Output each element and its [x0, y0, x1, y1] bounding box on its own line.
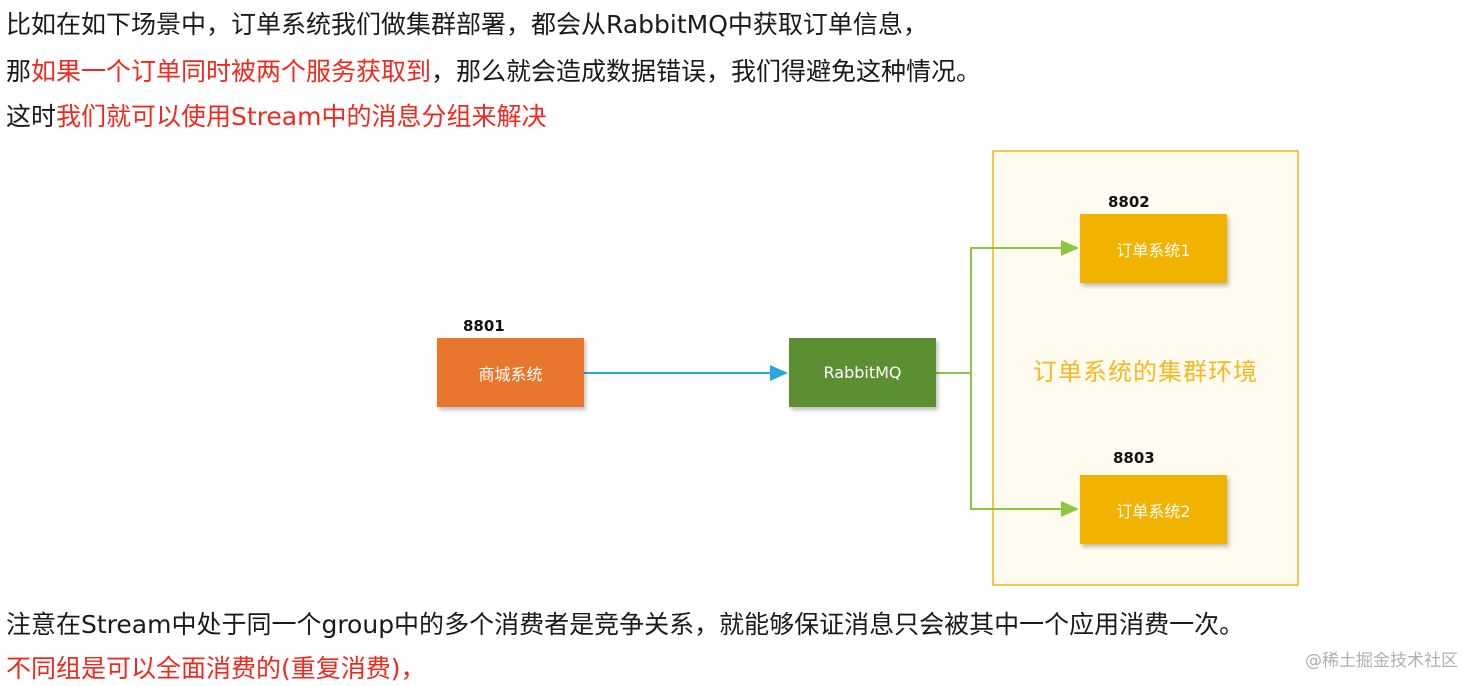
line-2-highlight: 如果一个订单同时被两个服务获取到	[31, 57, 432, 86]
order-system-1-node: 订单系统1	[1080, 214, 1227, 283]
mall-port-label: 8801	[463, 317, 505, 335]
cluster-label: 订单系统的集群环境	[1033, 358, 1258, 386]
intro-text-line-2: 那如果一个订单同时被两个服务获取到，那么就会造成数据错误，我们得避免这种情况。	[6, 55, 981, 89]
line-3-highlight: 我们就可以使用Stream中的消息分组来解决	[56, 102, 547, 131]
intro-text-line-3: 这时我们就可以使用Stream中的消息分组来解决	[6, 100, 546, 134]
mq-to-order1-arrow	[936, 240, 1079, 374]
order-system-2-node: 订单系统2	[1080, 475, 1227, 544]
rabbitmq-node: RabbitMQ	[789, 338, 936, 407]
line-2-suffix: ，那么就会造成数据错误，我们得避免这种情况。	[431, 57, 982, 86]
mq-to-order2-arrow	[970, 373, 1079, 517]
mall-system-node: 商城系统	[437, 338, 584, 407]
line-2-prefix: 那	[6, 57, 32, 86]
order-system-1-label: 订单系统1	[1116, 240, 1191, 260]
note-text-line: 注意在Stream中处于同一个group中的多个消费者是竞争关系，就能够保证消息…	[6, 610, 1245, 639]
intro-text-line-1: 比如在如下场景中，订单系统我们做集群部署，都会从RabbitMQ中获取订单信息，	[6, 10, 928, 39]
watermark: @稀土掘金技术社区	[1305, 651, 1458, 671]
order1-port-label: 8802	[1108, 193, 1150, 211]
line-3-prefix: 这时	[6, 102, 57, 131]
order-system-2-label: 订单系统2	[1116, 501, 1191, 521]
order2-port-label: 8803	[1113, 449, 1155, 467]
note-highlight-line: 不同组是可以全面消费的(重复消费)，	[6, 654, 426, 683]
mall-system-label: 商城系统	[478, 364, 543, 384]
rabbitmq-label: RabbitMQ	[823, 363, 902, 382]
